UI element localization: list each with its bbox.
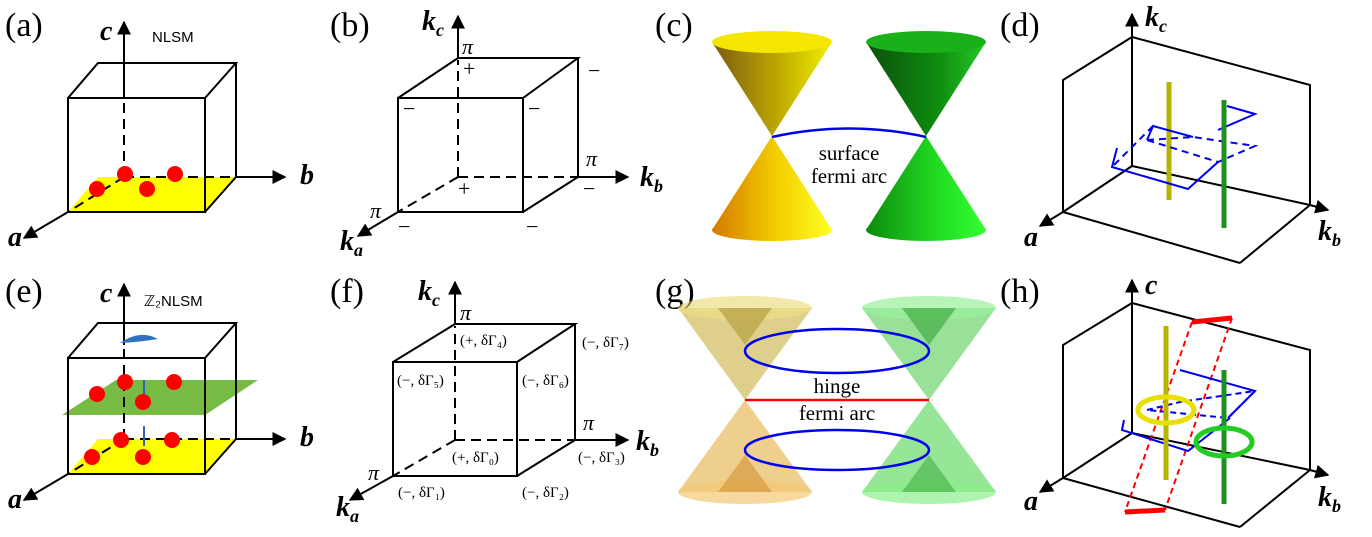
axis-label-kc: kc (422, 6, 444, 40)
panel-c-label: (c) (655, 7, 693, 44)
axis-label-kc: kc (1145, 2, 1167, 36)
panel-f: (f) kc kb ka π π π (+, δΓ₄) (−, δΓ₇) (−,… (330, 273, 659, 526)
green-ring (1193, 425, 1255, 459)
arc-label-line2: fermi arc (799, 401, 875, 425)
axis-label-a: a (8, 222, 22, 253)
arc-label-line2: fermi arc (811, 164, 887, 188)
node-point (164, 432, 180, 448)
node-point (166, 374, 182, 390)
panel-a-title: NLSM (152, 29, 194, 46)
panel-b-label: (b) (330, 7, 370, 44)
corner-label: (+, δΓ₀) (452, 450, 499, 466)
kb-axis (1309, 464, 1330, 479)
ka-axis (356, 211, 399, 237)
sign-minus: − (398, 214, 410, 239)
panel-e: (e) ℤ₂NLSM c b a (5, 273, 314, 515)
panel-h-label: (h) (1000, 273, 1040, 310)
axis-label-kb: kb (636, 426, 659, 460)
a-axis (22, 473, 69, 501)
cube-b (397, 57, 582, 213)
sign-minus: − (583, 176, 595, 201)
surface-fermi-arc (771, 127, 927, 139)
mid-plane (62, 380, 258, 415)
projection-rectangle (1110, 105, 1259, 191)
panel-h: (h) c kb a (1000, 270, 1341, 528)
panel-d: (d) kc kb a (1000, 2, 1341, 264)
a-axis (1038, 477, 1064, 493)
axis-label-a: a (8, 484, 22, 515)
corner-label: (−, δΓ₇) (582, 335, 629, 351)
cube-f (392, 323, 579, 477)
pi-label-kb: π (583, 410, 595, 435)
panel-b: (b) kc kb ka π π π + + − − − − − − (330, 6, 663, 260)
ka-axis (348, 475, 394, 501)
axis-label-c: c (100, 16, 113, 47)
panel-a-label: (a) (5, 7, 43, 44)
pi-label-ka: π (370, 198, 382, 223)
pi-label-kb: π (586, 146, 598, 171)
panel-a: (a) NLSM c b a (5, 7, 314, 253)
axis-label-kb: kb (640, 162, 663, 196)
pi-label-kc: π (460, 300, 472, 325)
corner-label: (−, δΓ₂) (522, 485, 569, 501)
kb-axis (1309, 199, 1330, 214)
node-point (139, 181, 155, 197)
sign-plus: + (458, 176, 470, 201)
lower-arc-loop (743, 428, 931, 472)
node-point (89, 386, 105, 402)
axis-label-kc: kc (418, 276, 440, 310)
yellow-cone (712, 31, 832, 241)
corner-label: (−, δΓ₆) (522, 373, 569, 389)
a-axis (22, 211, 69, 239)
rotation-arrow-icon (120, 334, 158, 343)
panel-d-label: (d) (1000, 7, 1040, 44)
panel-c: (c) surface fermi arc (655, 7, 986, 241)
node-point (135, 449, 151, 465)
sign-minus: − (403, 96, 415, 121)
corner-label: (−, δΓ₅) (397, 373, 444, 389)
hinge-rectangle (1124, 315, 1233, 515)
node-point (117, 166, 133, 182)
node-point (117, 374, 133, 390)
cube-e (67, 322, 239, 475)
cube-a (67, 62, 239, 213)
sign-plus: + (463, 56, 475, 81)
corner-label: (−, δΓ₃) (578, 450, 625, 466)
arc-label-line1: hinge (814, 374, 861, 398)
axis-label-ka: ka (340, 226, 363, 260)
arc-label-line1: surface (819, 141, 880, 165)
axis-label-a: a (1024, 222, 1038, 253)
pi-label-ka: π (368, 460, 380, 485)
sign-minus: − (588, 58, 600, 83)
axis-label-b: b (300, 422, 314, 453)
node-point (113, 432, 129, 448)
sign-minus: − (528, 96, 540, 121)
panel-f-label: (f) (330, 273, 364, 310)
corner-label: (+, δΓ₄) (460, 333, 507, 349)
green-cone (866, 31, 986, 241)
pi-label-kc: π (462, 34, 474, 59)
panel-e-title: ℤ₂NLSM (144, 293, 203, 310)
frame-d (1062, 35, 1311, 264)
projection-rectangle (1120, 369, 1258, 453)
node-point (167, 166, 183, 182)
panel-g: (g) hinge fermi arc (655, 273, 996, 504)
node-point (89, 181, 105, 197)
upper-arc-loop (743, 327, 931, 375)
axis-label-b: b (300, 160, 314, 191)
axis-label-kb: kb (1318, 482, 1341, 516)
axis-label-c: c (100, 278, 113, 309)
panel-e-label: (e) (5, 273, 43, 310)
axis-label-c: c (1145, 270, 1158, 301)
node-point (135, 394, 151, 410)
sign-minus: − (526, 214, 538, 239)
axis-label-kb: kb (1318, 216, 1341, 250)
corner-label: (−, δΓ₁) (398, 485, 445, 501)
axis-label-a: a (1024, 486, 1038, 517)
a-axis (1038, 211, 1064, 227)
axis-label-ka: ka (336, 492, 359, 526)
node-point (84, 449, 100, 465)
yellow-ring (1135, 394, 1197, 426)
